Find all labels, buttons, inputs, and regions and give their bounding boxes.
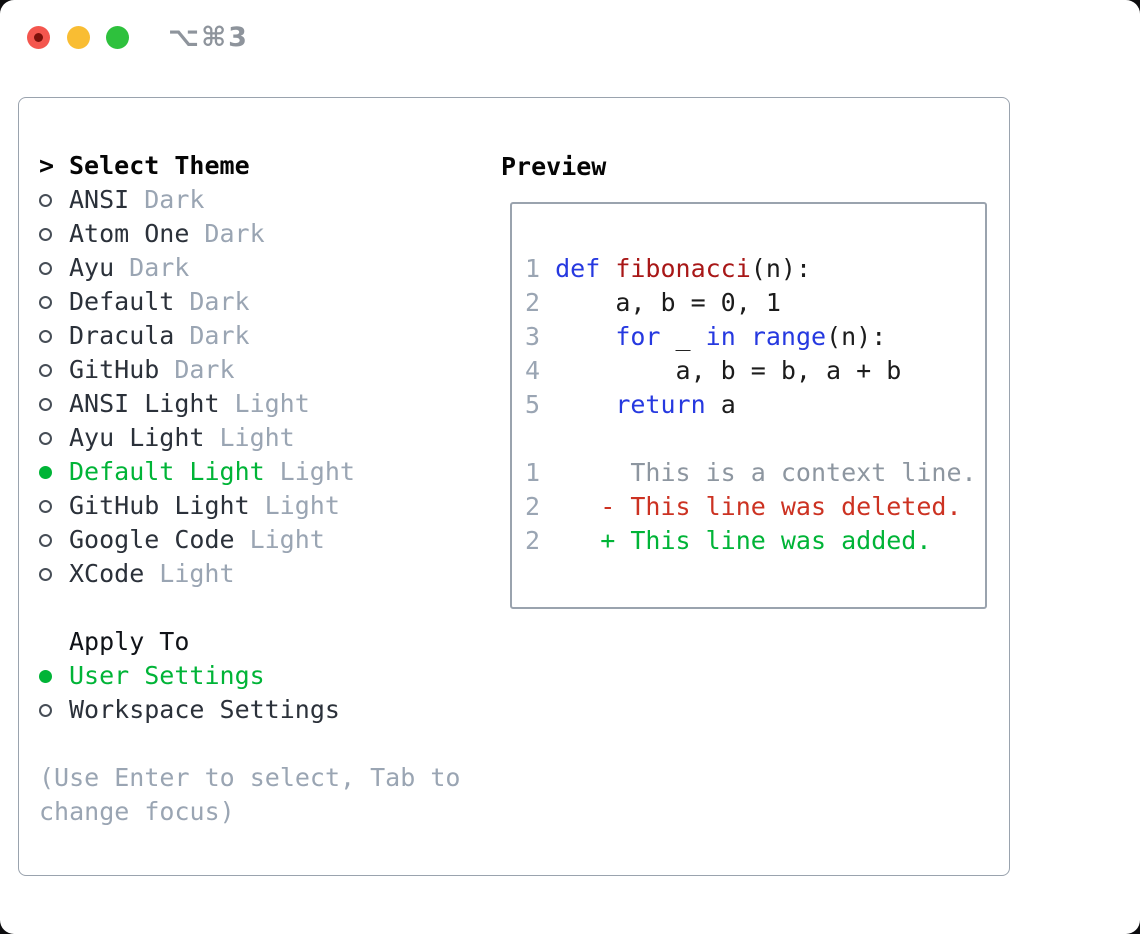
radio-unselected-icon [39,499,69,513]
theme-variant-tag: Light [279,457,355,486]
code-preview: 1 def fibonacci(n): 2 a, b = 0, 1 3 for _ … [525,252,977,558]
theme-variant-tag: Light [234,389,310,418]
hint-line-2: change focus) [39,797,235,826]
apply-option-workspace-settings[interactable]: Workspace Settings [39,693,460,727]
radio-selected-icon [39,465,69,479]
theme-variant-tag: Light [264,491,340,520]
theme-option-google-code[interactable]: Google Code Light [39,523,460,557]
apply-option-label: User Settings [69,661,265,690]
theme-name: Dracula [69,321,175,350]
theme-name: GitHub [69,355,160,384]
radio-unselected-icon [39,227,69,241]
select-theme-header: > Select Theme [39,149,460,183]
code-line [525,422,977,456]
theme-name: ANSI [69,185,130,214]
code-line: 2 + This line was added. [525,526,932,555]
theme-option-github-light[interactable]: GitHub Light Light [39,489,460,523]
theme-name: Google Code [69,525,235,554]
preview-title: Preview [501,152,607,181]
apply-option-label: Workspace Settings [69,695,340,724]
theme-name: XCode [69,559,145,588]
theme-name: Ayu Light [69,423,205,452]
radio-selected-icon [39,669,69,683]
close-dot-icon [34,33,43,42]
theme-name: Default Light [69,457,265,486]
window-shortcut-label: ⌥⌘3 [168,22,249,53]
code-line: 3 for _ in range(n): [525,322,887,351]
theme-variant-tag: Light [249,525,325,554]
code-line: 2 - This line was deleted. [525,492,962,521]
theme-option-xcode[interactable]: XCode Light [39,557,460,591]
radio-unselected-icon [39,397,69,411]
traffic-light-close-icon[interactable] [27,26,50,49]
radio-unselected-icon [39,567,69,581]
theme-variant-tag: Dark [189,321,250,350]
radio-unselected-icon [39,193,69,207]
traffic-light-zoom-icon[interactable] [106,26,129,49]
theme-option-github[interactable]: GitHub Dark [39,353,460,387]
code-line: 4 a, b = b, a + b [525,356,902,385]
theme-name: Default [69,287,175,316]
radio-unselected-icon [39,431,69,445]
traffic-light-minimize-icon[interactable] [67,26,90,49]
code-line: 1 This is a context line. [525,458,977,487]
radio-unselected-icon [39,533,69,547]
theme-variant-tag: Light [159,559,235,588]
theme-variant-tag: Dark [144,185,205,214]
theme-name: ANSI Light [69,389,220,418]
code-line: 5 return a [525,390,736,419]
radio-unselected-icon [39,363,69,377]
theme-option-default[interactable]: Default Dark [39,285,460,319]
theme-variant-tag: Dark [204,219,265,248]
theme-option-ayu-light[interactable]: Ayu Light Light [39,421,460,455]
spacer [39,591,460,625]
preview-box: 1 def fibonacci(n): 2 a, b = 0, 1 3 for _ … [510,202,987,609]
code-line: 2 a, b = 0, 1 [525,288,781,317]
radio-unselected-icon [39,329,69,343]
radio-unselected-icon [39,703,69,717]
theme-option-ayu[interactable]: Ayu Dark [39,251,460,285]
theme-variant-tag: Light [219,423,295,452]
prompt-caret: > [39,151,55,180]
theme-option-atom-one[interactable]: Atom One Dark [39,217,460,251]
theme-name: Ayu [69,253,115,282]
radio-unselected-icon [39,261,69,275]
code-line: 1 def fibonacci(n): [525,254,812,283]
apply-option-user-settings[interactable]: User Settings [39,659,460,693]
theme-name: Atom One [69,219,190,248]
theme-option-default-light[interactable]: Default Light Light [39,455,460,489]
select-theme-title: Select Theme [69,151,250,180]
theme-name: GitHub Light [69,491,250,520]
theme-option-ansi[interactable]: ANSI Dark [39,183,460,217]
hint-line-1: (Use Enter to select, Tab to [39,763,461,792]
theme-variant-tag: Dark [189,287,250,316]
theme-variant-tag: Dark [174,355,235,384]
radio-unselected-icon [39,295,69,309]
theme-option-ansi-light[interactable]: ANSI Light Light [39,387,460,421]
spacer [39,727,460,761]
theme-option-dracula[interactable]: Dracula Dark [39,319,460,353]
apply-to-header: Apply To [69,627,190,656]
theme-variant-tag: Dark [129,253,190,282]
